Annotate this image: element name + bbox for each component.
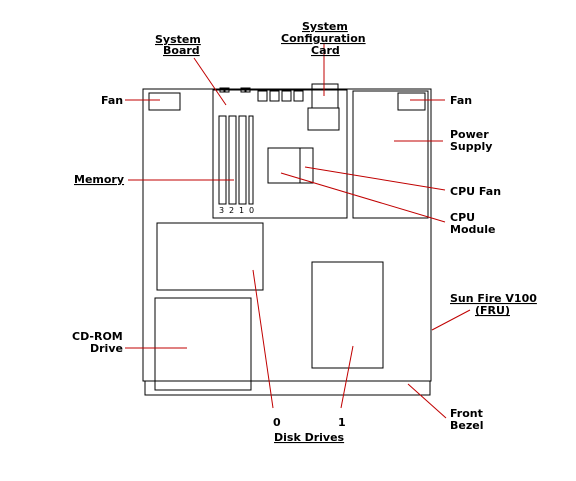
leader-disk-1 [340,345,354,409]
board-connector [219,87,225,93]
slot-label: 0 [249,206,254,215]
label-memory: Memory [74,173,124,186]
label-disk-drives: Disk Drives [274,431,345,444]
board-connector [240,87,246,93]
leader-sun-fire [431,309,471,331]
label-cdrom: Drive [90,342,123,355]
board-connector [245,87,251,93]
label-fan-left: Fan [101,94,123,107]
board-port [281,90,292,102]
cpu-fan [299,147,314,184]
disk-drive-0 [156,222,264,291]
slot-label: 2 [229,206,234,215]
power-supply [352,90,429,219]
slot-label: 1 [239,206,244,215]
board-connector [224,87,230,93]
leader-system-board [193,57,227,106]
chassis-outline [142,88,432,382]
front-bezel [144,380,431,396]
label-config-card: System [302,20,348,33]
label-system-board: System [155,33,201,46]
label-power-supply: Supply [450,140,492,153]
memory-slot-3 [218,115,227,205]
label-front-bezel: Front [450,407,483,420]
system-config-card [311,83,339,109]
label-sun-fire: (FRU) [475,304,510,317]
board-port [257,90,268,102]
slot-label: 3 [219,206,224,215]
leader-front-bezel [407,383,447,419]
leader-disk-0 [252,269,274,409]
leader-cpu-fan [304,166,446,191]
label-config-card: Card [311,44,340,57]
label-cpu-module: Module [450,223,495,236]
disk-drive-1 [311,261,384,369]
fan-right [397,92,426,111]
label-disk-0: 0 [273,416,281,429]
memory-slot-2 [228,115,237,205]
label-cdrom: CD-ROM [72,330,123,343]
board-port [269,90,280,102]
label-fan-right: Fan [450,94,472,107]
memory-slot-0 [248,115,254,205]
label-cpu-fan: CPU Fan [450,185,501,198]
label-front-bezel: Bezel [450,419,483,432]
label-power-supply: Power [450,128,489,141]
config-card-reader [307,107,340,131]
label-cpu-module: CPU [450,211,475,224]
cpu-module [267,147,314,184]
memory-slot-1 [238,115,247,205]
label-config-card: Configuration [281,32,366,45]
label-system-board: Board [163,44,200,57]
cdrom-drive [154,297,252,391]
fan-left [148,92,181,111]
label-sun-fire: Sun Fire V100 [450,292,537,305]
board-port [293,90,304,102]
label-disk-1: 1 [338,416,346,429]
leader-cpu-module [280,172,446,223]
system-board [212,89,348,219]
